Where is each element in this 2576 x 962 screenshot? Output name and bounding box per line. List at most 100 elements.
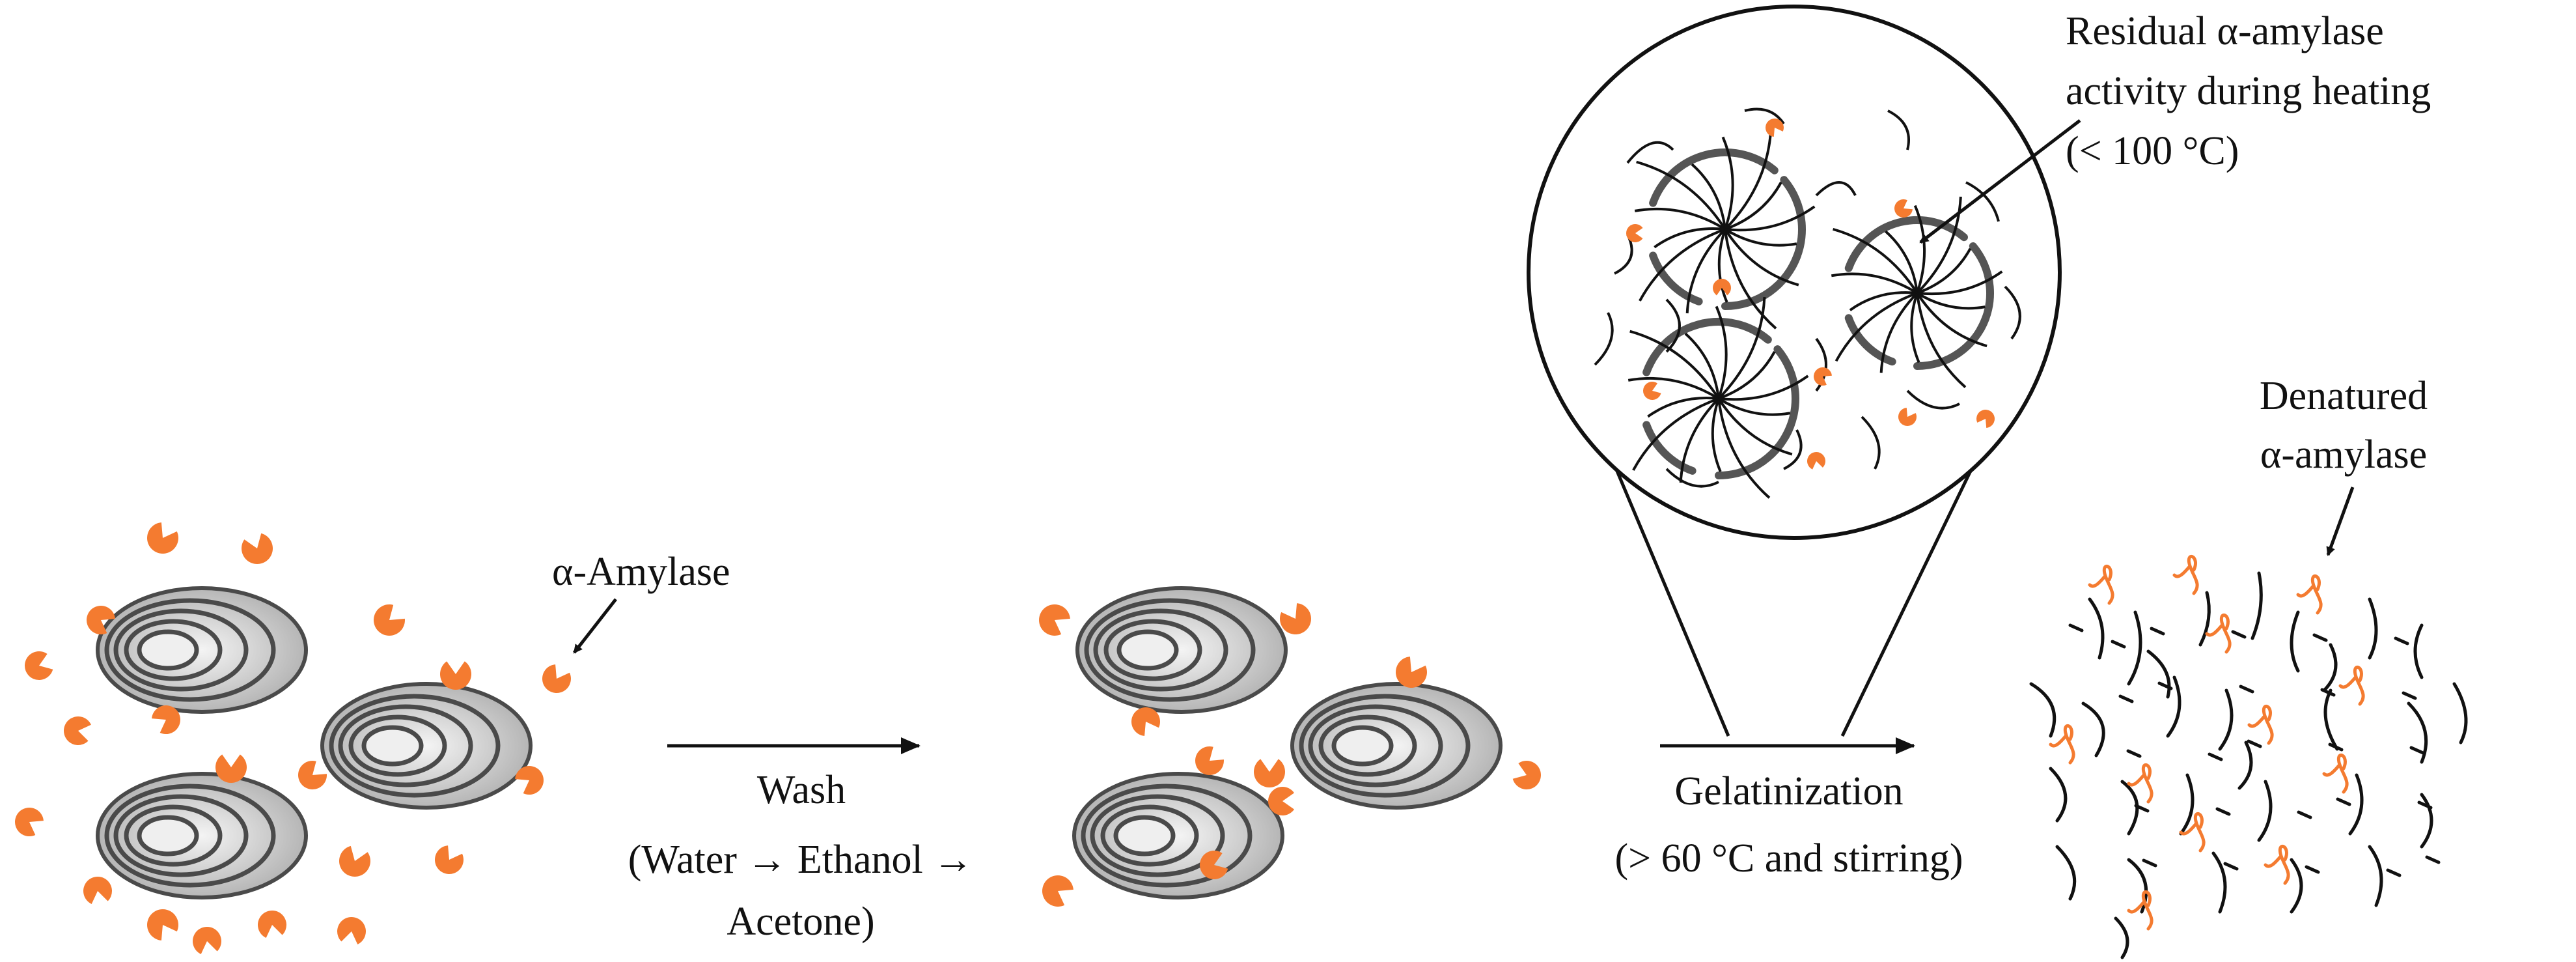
enzyme-icon (258, 911, 286, 938)
denatured-chain (2237, 741, 2253, 790)
chain-fragment (2157, 681, 2173, 690)
wash-title: Wash (757, 768, 846, 812)
chain-fragment (2134, 804, 2150, 813)
stage-washed-granules (1039, 588, 1541, 907)
enzyme-icon (152, 705, 180, 734)
enzyme-icon (1807, 452, 1825, 470)
denatured-chain (2146, 649, 2171, 699)
chain-fragment (2142, 858, 2157, 868)
denatured-enzyme-icon (2247, 704, 2274, 745)
enzyme-icon (1814, 367, 1832, 386)
amylose-chain (1665, 298, 1681, 353)
enzyme-icon (1039, 604, 1070, 636)
denatured-line2: α-amylase (2260, 432, 2427, 477)
enzyme-icon (83, 877, 112, 904)
enzyme-icon (374, 604, 405, 636)
enzyme-icon (1713, 279, 1731, 296)
amylopectin-chain (1833, 227, 1918, 294)
chain-fragment (2118, 694, 2134, 703)
amylopectin-chain (1685, 228, 1726, 314)
amylopectin-chain (1724, 228, 1797, 247)
amylopectin-chain (1724, 205, 1816, 232)
zoom-line-left (1606, 449, 1730, 737)
amylose-chain (1861, 416, 1881, 470)
enzyme-icon (1766, 119, 1784, 137)
amylopectin-chain (1917, 270, 2003, 296)
enzyme-icon (215, 754, 247, 784)
amylopectin-chain (1632, 397, 1719, 471)
enzyme-icon (435, 845, 464, 874)
amylopectin-chain (1718, 375, 1809, 401)
amylopectin-chain (1627, 376, 1720, 400)
granule-fragment (1649, 149, 1779, 207)
enzyme-icon (1131, 707, 1160, 736)
starch-granule-icon (1074, 774, 1282, 898)
amylopectin-chain (1835, 292, 1918, 362)
amylopectin-chain (1913, 205, 1926, 294)
denatured-chain (2049, 767, 2068, 823)
denatured-chain (2081, 701, 2105, 757)
amylose-chain (1594, 312, 1614, 366)
amylose-chain (1626, 141, 1674, 164)
amylose-chain (1815, 181, 1857, 197)
enzyme-icon (87, 606, 115, 634)
amylopectin-chain (1717, 398, 1771, 499)
chain-fragment (2239, 685, 2254, 694)
enzyme-icon (193, 927, 221, 954)
residual-pointer-arrow (1919, 119, 2081, 244)
amylopectin-chain (1717, 296, 1766, 400)
granule-fragment (1642, 421, 1697, 475)
denatured-line1: Denatured (2260, 374, 2428, 418)
amylopectin-chain (1639, 228, 1726, 302)
enzyme-icon (1898, 408, 1917, 426)
enzyme-icon (339, 845, 370, 877)
chain-fragment (2336, 797, 2351, 806)
chain-fragment (2320, 688, 2336, 697)
amylopectin-chain (1721, 136, 1734, 230)
denatured-chains (2029, 554, 2468, 959)
denatured-chain (2420, 793, 2433, 849)
denatured-chain (2218, 688, 2234, 751)
enzyme-icon (1512, 761, 1541, 789)
enzyme-group (1039, 603, 1541, 907)
granule-fragment (1721, 251, 1801, 310)
denatured-pointer-arrow (2326, 487, 2355, 556)
denatured-chain (2166, 675, 2181, 738)
denatured-enzyme-icon (2049, 724, 2075, 765)
amylopectin-chain (1679, 397, 1720, 483)
amylopectin-chain (1718, 351, 1776, 400)
denatured-chain (2198, 591, 2211, 647)
starch-granule-icon (1077, 588, 1286, 712)
amylose-chain (1744, 107, 1785, 125)
amylopectin-chain (1724, 228, 1799, 287)
amylopectin-chain (1724, 127, 1773, 231)
chain-fragment (2068, 623, 2084, 632)
wash-detail-line2: Acetone) (727, 899, 874, 944)
denatured-chain (2368, 845, 2383, 907)
denatured-chain (2029, 682, 2057, 738)
denatured-chain (2257, 780, 2273, 842)
chain-fragment (2402, 691, 2417, 700)
chain-fragment (2126, 749, 2142, 758)
denatured-enzyme-icon (2338, 665, 2365, 706)
chain-fragment (2312, 633, 2328, 642)
amylase-label: α-Amylase (552, 550, 730, 594)
amylopectin-chain (1879, 292, 1918, 373)
denatured-chain (2348, 773, 2364, 836)
amylopectin-chain (1910, 292, 1920, 363)
granule-fragment (1844, 216, 1968, 272)
denatured-chain (2323, 688, 2339, 751)
amylose-chain (2004, 285, 2021, 340)
denatured-enzyme-icon (2264, 844, 2290, 885)
denatured-enzyme-icon (2172, 554, 2199, 595)
starch-granule-icon (322, 684, 531, 808)
denatured-chain (2114, 916, 2129, 959)
denatured-chain (2368, 597, 2378, 660)
denatured-enzyme-icon (2088, 564, 2114, 605)
amylopectin-chain (1916, 292, 1967, 389)
wash-detail-line1: (Water → Ethanol → (628, 838, 973, 882)
enzyme-icon (147, 522, 178, 554)
amylose-chain (1965, 181, 2000, 222)
chain-fragment (2305, 865, 2320, 874)
enzyme-icon (298, 761, 327, 789)
